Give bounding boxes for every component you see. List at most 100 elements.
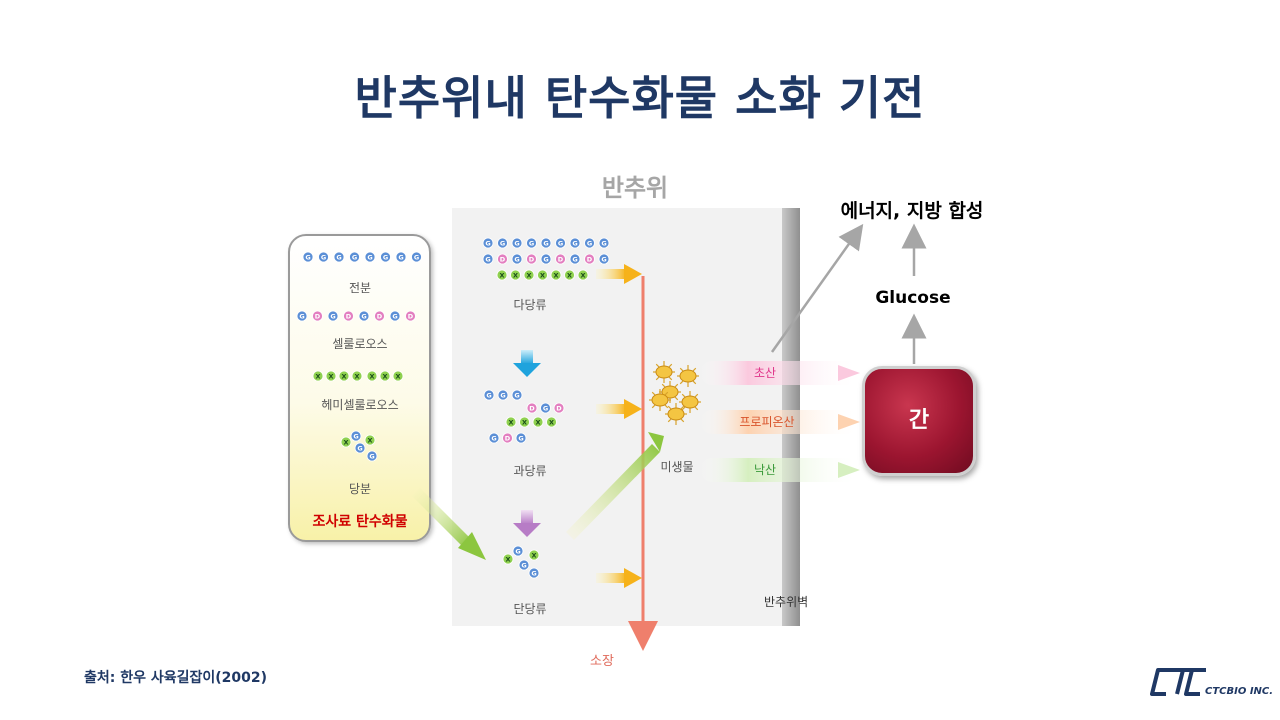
svg-text:D: D bbox=[377, 313, 383, 321]
sugar-bead-X: X bbox=[352, 371, 362, 381]
svg-text:X: X bbox=[526, 272, 531, 280]
degradation-arrow-purple bbox=[513, 510, 541, 537]
svg-text:G: G bbox=[514, 240, 519, 248]
svg-text:G: G bbox=[572, 256, 577, 264]
sugar-bead-G: G bbox=[570, 238, 580, 248]
svg-text:X: X bbox=[567, 272, 572, 280]
energy-fat-synthesis-label: 에너지, 지방 합성 bbox=[812, 196, 1012, 223]
svg-text:G: G bbox=[486, 392, 491, 400]
sugar-bead-G: G bbox=[527, 238, 537, 248]
sugar-bead-G: G bbox=[512, 390, 522, 400]
sugar-bead-G: G bbox=[585, 238, 595, 248]
sugar-bead-G: G bbox=[498, 238, 508, 248]
svg-text:G: G bbox=[543, 256, 548, 264]
svg-text:G: G bbox=[500, 392, 505, 400]
sugar-bead-X: X bbox=[538, 270, 548, 280]
svg-text:G: G bbox=[361, 313, 366, 321]
flow-arrow-poly bbox=[596, 264, 642, 284]
sugar-bead-X: X bbox=[578, 270, 588, 280]
svg-text:X: X bbox=[382, 373, 387, 381]
sugar-bead-D: D bbox=[313, 311, 323, 321]
microbes-cluster bbox=[649, 361, 701, 425]
sugar-bead-G: G bbox=[303, 252, 313, 262]
svg-text:X: X bbox=[553, 272, 558, 280]
sugar-bead-G: G bbox=[541, 254, 551, 264]
svg-text:X: X bbox=[343, 439, 348, 447]
svg-text:X: X bbox=[505, 556, 510, 564]
svg-text:G: G bbox=[601, 240, 606, 248]
svg-text:X: X bbox=[535, 419, 540, 427]
sugar-bead-D: D bbox=[556, 254, 566, 264]
svg-text:G: G bbox=[485, 256, 490, 264]
sugar-bead-G: G bbox=[355, 443, 365, 453]
sugar-bead-X: X bbox=[380, 371, 390, 381]
sugar-bead-G: G bbox=[489, 433, 499, 443]
sugar-bead-G: G bbox=[599, 254, 609, 264]
svg-text:G: G bbox=[543, 240, 548, 248]
svg-text:D: D bbox=[315, 313, 321, 321]
svg-text:G: G bbox=[305, 254, 310, 262]
svg-text:G: G bbox=[500, 240, 505, 248]
svg-text:G: G bbox=[529, 240, 534, 248]
svg-text:X: X bbox=[522, 419, 527, 427]
sugar-bead-D: D bbox=[498, 254, 508, 264]
svg-text:G: G bbox=[543, 405, 548, 413]
sugar-bead-G: G bbox=[541, 403, 551, 413]
sugar-bead-X: X bbox=[551, 270, 561, 280]
svg-text:G: G bbox=[601, 256, 606, 264]
sugar-bead-X: X bbox=[497, 270, 507, 280]
sugar-bead-D: D bbox=[527, 254, 537, 264]
svg-text:X: X bbox=[549, 419, 554, 427]
sugar-bead-D: D bbox=[554, 403, 564, 413]
sugar-bead-G: G bbox=[483, 254, 493, 264]
svg-text:X: X bbox=[315, 373, 320, 381]
svg-text:G: G bbox=[531, 570, 536, 578]
sugar-bead-X: X bbox=[313, 371, 323, 381]
sugar-bead-X: X bbox=[511, 270, 521, 280]
svg-text:G: G bbox=[514, 392, 519, 400]
microbe-cell bbox=[649, 389, 671, 411]
sugar-bead-G: G bbox=[570, 254, 580, 264]
svg-text:X: X bbox=[508, 419, 513, 427]
sugar-bead-G: G bbox=[365, 252, 375, 262]
microbe-cell bbox=[677, 365, 699, 387]
sugar-bead-G: G bbox=[328, 311, 338, 321]
sugar-bead-D: D bbox=[406, 311, 416, 321]
sugar-bead-G: G bbox=[483, 238, 493, 248]
sugar-bead-G: G bbox=[599, 238, 609, 248]
sugar-bead-G: G bbox=[541, 238, 551, 248]
svg-text:X: X bbox=[540, 272, 545, 280]
flow-arrow-mono bbox=[596, 568, 642, 588]
svg-text:D: D bbox=[587, 256, 593, 264]
sugar-bead-G: G bbox=[367, 451, 377, 461]
svg-text:D: D bbox=[346, 313, 352, 321]
sugar-bead-G: G bbox=[556, 238, 566, 248]
small-intestine-label: 소장 bbox=[580, 650, 624, 669]
sugar-bead-G: G bbox=[519, 560, 529, 570]
sugar-bead-G: G bbox=[516, 433, 526, 443]
sugar-bead-G: G bbox=[484, 390, 494, 400]
svg-text:G: G bbox=[383, 254, 388, 262]
svg-text:D: D bbox=[529, 405, 535, 413]
rumen-wall-label: 반추위벽 bbox=[764, 593, 808, 610]
svg-text:G: G bbox=[521, 562, 526, 570]
glucose-label: Glucose bbox=[846, 288, 980, 308]
svg-text:G: G bbox=[369, 453, 374, 461]
sugar-bead-X: X bbox=[520, 417, 530, 427]
svg-text:D: D bbox=[408, 313, 414, 321]
sugar-bead-X: X bbox=[503, 554, 513, 564]
sugar-bead-G: G bbox=[512, 254, 522, 264]
sugar-bead-X: X bbox=[529, 550, 539, 560]
svg-text:X: X bbox=[367, 437, 372, 445]
company-name: CTCBIO INC. bbox=[1205, 686, 1273, 697]
svg-text:D: D bbox=[529, 256, 535, 264]
butyric-acid-label: 낙산 bbox=[730, 458, 800, 482]
propionic-acid-label: 프로피온산 bbox=[722, 410, 812, 434]
sugar-bead-D: D bbox=[503, 433, 513, 443]
svg-text:G: G bbox=[321, 254, 326, 262]
svg-text:G: G bbox=[352, 254, 357, 262]
sugar-bead-X: X bbox=[339, 371, 349, 381]
svg-text:G: G bbox=[514, 256, 519, 264]
